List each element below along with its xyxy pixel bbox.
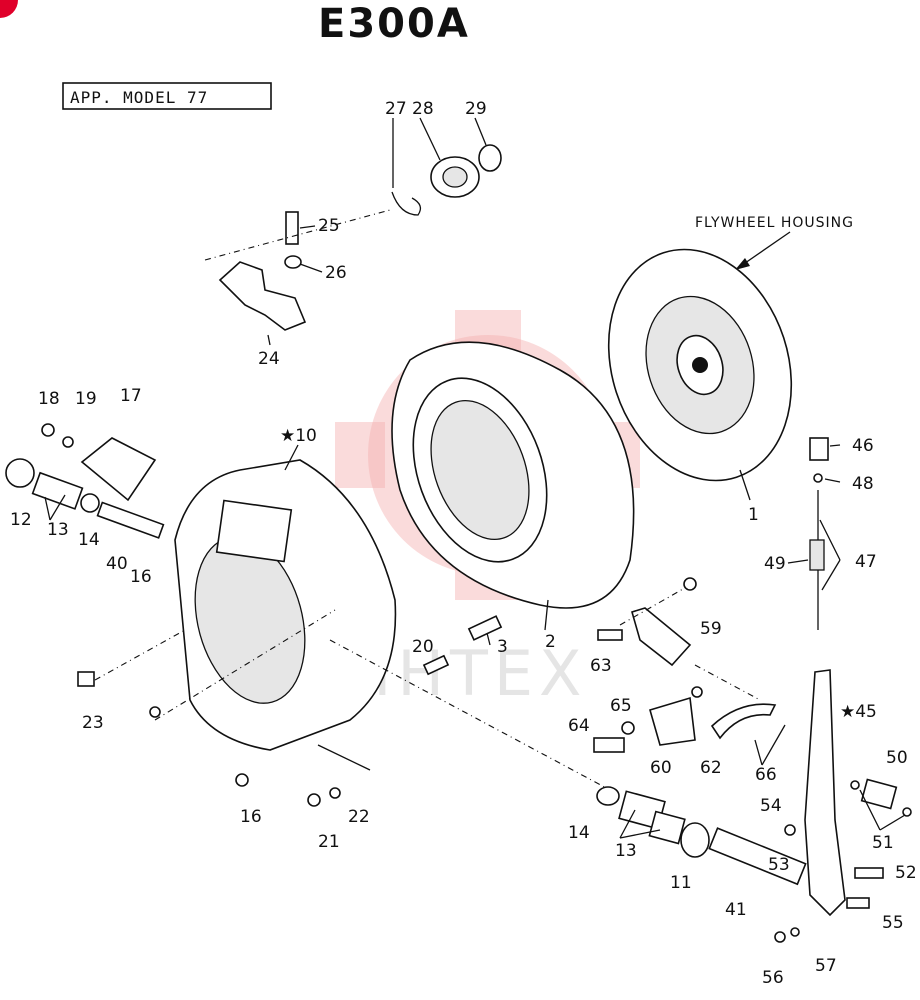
label-part-10: ★10 (280, 426, 317, 446)
label-part-25: 25 (318, 216, 340, 236)
label-part-45: ★45 (840, 702, 877, 722)
corner-badge (0, 0, 18, 18)
inspection-cover (5, 423, 165, 539)
label-part-56: 56 (762, 968, 784, 988)
linkage-brackets (631, 607, 898, 810)
label-part-54: 54 (760, 796, 782, 816)
label-part-13a: 13 (47, 520, 69, 540)
label-part-22: 22 (348, 807, 370, 827)
label-part-59: 59 (700, 619, 722, 639)
label-part-66: 66 (755, 765, 777, 785)
label-part-29: 29 (465, 99, 487, 119)
label-part-65: 65 (610, 696, 632, 716)
label-part-64: 64 (568, 716, 590, 736)
clutch-lever (804, 669, 846, 917)
leader-housing (154, 609, 336, 721)
label-leaders (44, 117, 906, 839)
label-part-23: 23 (82, 713, 104, 733)
pressure-plate (391, 341, 635, 609)
label-part-17: 17 (120, 386, 142, 406)
release-fork (218, 211, 307, 331)
label-part-48: 48 (852, 474, 874, 494)
label-part-14b: 14 (568, 823, 590, 843)
release-bearing (391, 144, 502, 216)
label-part-49: 49 (764, 554, 786, 574)
leader-bolt (94, 629, 186, 681)
label-part-26: 26 (325, 263, 347, 283)
label-part-11: 11 (670, 873, 692, 893)
label-part-62: 62 (700, 758, 722, 778)
leader-bracket (619, 584, 691, 626)
label-part-57: 57 (815, 956, 837, 976)
label-part-47: 47 (855, 552, 877, 572)
approval-model: APP. MODEL 77 (70, 88, 208, 107)
label-part-24: 24 (258, 349, 280, 369)
leader-nut (317, 744, 371, 771)
clutch-disc (607, 248, 793, 482)
label-part-2: 2 (545, 632, 556, 652)
label-part-21: 21 (318, 832, 340, 852)
label-part-51: 51 (872, 833, 894, 853)
fasteners (77, 473, 912, 943)
label-part-40: 40 (106, 554, 128, 574)
label-part-55: 55 (882, 913, 904, 933)
label-part-53: 53 (768, 855, 790, 875)
spring-rod (809, 437, 829, 630)
label-part-16a: 16 (130, 567, 152, 587)
label-part-28: 28 (412, 99, 434, 119)
label-part-60: 60 (650, 758, 672, 778)
label-part-63: 63 (590, 656, 612, 676)
label-part-1: 1 (748, 505, 759, 525)
label-part-19: 19 (75, 389, 97, 409)
page-title: E300A (318, 1, 470, 47)
label-part-27: 27 (385, 99, 407, 119)
label-part-52: 52 (895, 863, 917, 883)
label-part-14a: 14 (78, 530, 100, 550)
leader-sector (694, 664, 761, 701)
clutch-housing (174, 459, 397, 751)
label-part-3: 3 (497, 637, 508, 657)
label-part-46: 46 (852, 436, 874, 456)
label-part-18: 18 (38, 389, 60, 409)
part-labels: 1 2 3 ★10 11 12 13 13 14 14 16 16 17 18 … (10, 99, 917, 988)
label-part-12: 12 (10, 510, 32, 530)
label-part-20: 20 (412, 637, 434, 657)
flywheel-housing-note: FLYWHEEL HOUSING (695, 215, 854, 231)
approval-box (62, 82, 272, 110)
label-part-16b: 16 (240, 807, 262, 827)
label-part-50: 50 (886, 748, 908, 768)
leader-fork (204, 209, 391, 261)
cross-shaft-assembly (329, 639, 807, 886)
label-part-13b: 13 (615, 841, 637, 861)
label-part-41: 41 (725, 900, 747, 920)
